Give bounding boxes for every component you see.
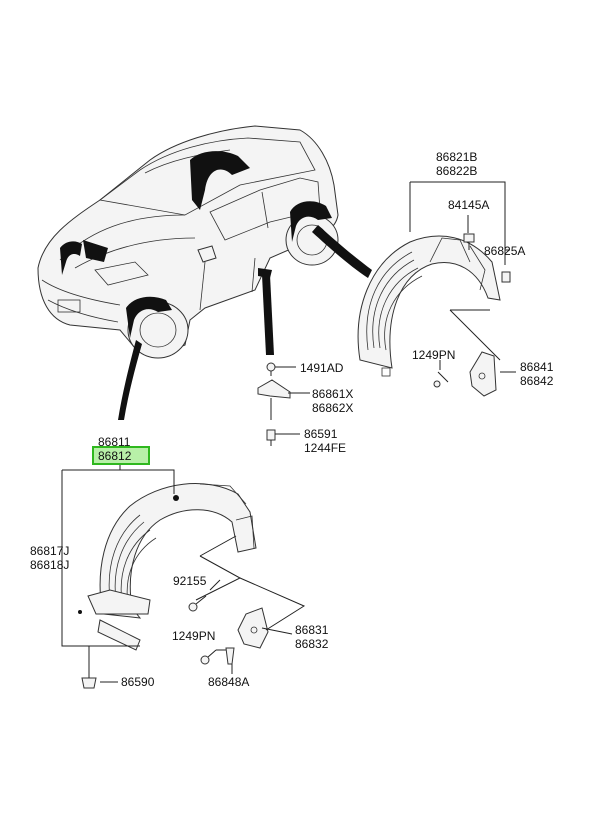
label-86812[interactable]: 86812 <box>98 449 132 463</box>
fastener-86825a <box>501 271 511 283</box>
front-wheel-liner <box>78 483 257 651</box>
label-86817J[interactable]: 86817J <box>30 544 69 558</box>
rear-bracket <box>469 351 497 397</box>
screw-1249pn-rear <box>433 371 449 388</box>
screw-92155 <box>188 595 207 612</box>
side-pointer <box>262 275 274 355</box>
label-86821B[interactable]: 86821B <box>436 150 477 164</box>
label-86848A[interactable]: 86848A <box>208 675 249 689</box>
label-1244FE[interactable]: 1244FE <box>304 441 346 455</box>
rear-leader-lines <box>409 181 516 373</box>
screw-1249pn-front <box>200 649 217 665</box>
clip-86590 <box>81 662 97 689</box>
front-pointer <box>118 340 142 420</box>
rear-pointer <box>312 225 372 278</box>
label-86590[interactable]: 86590 <box>121 675 155 689</box>
label-86825A[interactable]: 86825A <box>484 244 525 258</box>
label-84145A[interactable]: 84145A <box>448 198 489 212</box>
label-86862X[interactable]: 86862X <box>312 401 353 415</box>
label-86831[interactable]: 86831 <box>295 623 329 637</box>
highlight-box <box>92 446 150 465</box>
rear-wheel-liner <box>357 235 501 377</box>
label-86591[interactable]: 86591 <box>304 427 338 441</box>
fastener-84145a <box>463 233 475 250</box>
front-leader-lines <box>61 460 306 683</box>
side-small-parts <box>257 362 310 446</box>
clip-86848a <box>225 647 235 665</box>
part-labels: 86821B 86822B 84145A 86825A 1249PN 86841… <box>30 150 554 689</box>
car-illustration <box>37 125 372 420</box>
label-86822B[interactable]: 86822B <box>436 164 477 178</box>
label-86811[interactable]: 86811 <box>98 435 131 449</box>
label-86818J[interactable]: 86818J <box>30 558 69 572</box>
label-86841[interactable]: 86841 <box>520 360 554 374</box>
label-86861X[interactable]: 86861X <box>312 387 353 401</box>
label-1249PN-front[interactable]: 1249PN <box>172 629 215 643</box>
label-1249PN-rear[interactable]: 1249PN <box>412 348 455 362</box>
label-86832[interactable]: 86832 <box>295 637 329 651</box>
label-92155[interactable]: 92155 <box>173 574 207 588</box>
label-1491AD[interactable]: 1491AD <box>300 361 344 375</box>
label-86842[interactable]: 86842 <box>520 374 554 388</box>
front-bracket <box>237 607 269 649</box>
